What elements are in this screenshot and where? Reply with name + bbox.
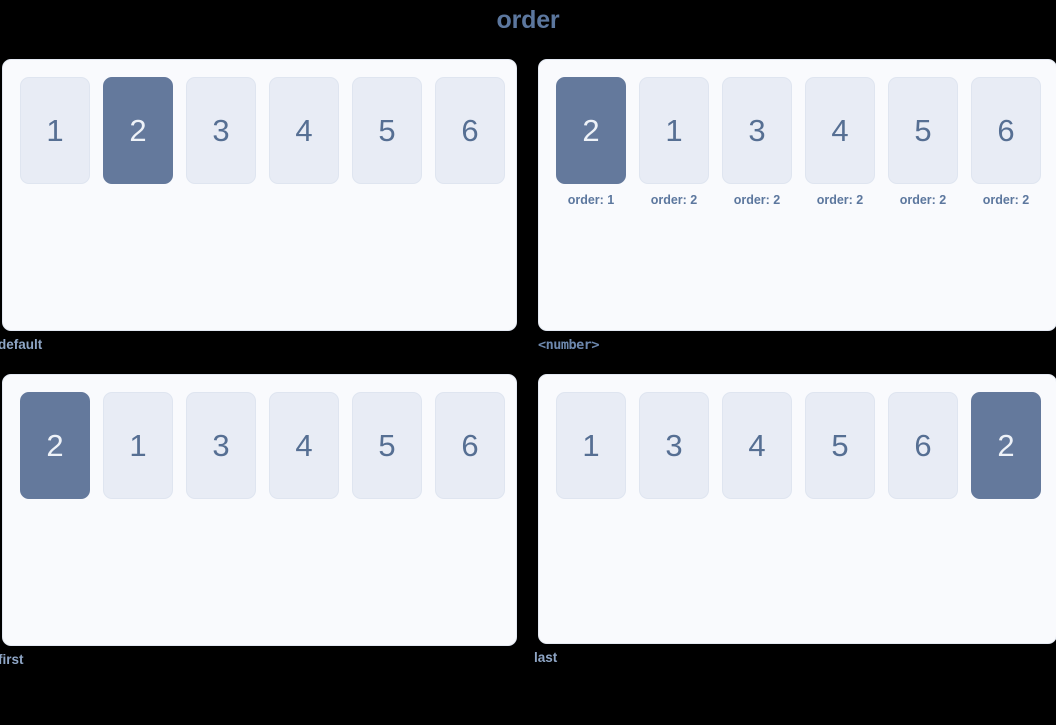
- panel-caption-default: default: [0, 337, 43, 352]
- page-title: order: [496, 6, 560, 34]
- order-item: 2: [20, 392, 90, 499]
- demo-cell-number: 2 order: 1 1 order: 2 3 order: 2 4 order: 2 5 ord…: [538, 59, 1056, 353]
- order-item-note: order: 2: [733, 193, 781, 207]
- order-item: 4: [722, 392, 792, 499]
- order-item: 2: [103, 77, 173, 184]
- order-item-box[interactable]: 1: [556, 392, 626, 499]
- order-item: 5: [352, 392, 422, 499]
- order-panel-number: 2 order: 1 1 order: 2 3 order: 2 4 order: 2 5 ord…: [538, 59, 1056, 331]
- order-item: 2: [971, 392, 1041, 499]
- order-item-box[interactable]: 4: [269, 392, 339, 499]
- order-item-box[interactable]: 6: [435, 392, 505, 499]
- order-item-box[interactable]: 3: [186, 77, 256, 184]
- order-item-box-active[interactable]: 2: [971, 392, 1041, 499]
- order-item-note: order: 2: [982, 193, 1030, 207]
- order-item: 1: [103, 392, 173, 499]
- item-track: 2 order: 1 1 order: 2 3 order: 2 4 order: 2 5 ord…: [556, 77, 1041, 207]
- order-item: 2 order: 1: [556, 77, 626, 207]
- order-item: 5 order: 2: [888, 77, 958, 207]
- order-item: 3 order: 2: [722, 77, 792, 207]
- order-item-box[interactable]: 4: [805, 77, 875, 184]
- order-item-box[interactable]: 5: [352, 77, 422, 184]
- order-item: 3: [186, 392, 256, 499]
- order-item-note: order: 1: [567, 193, 615, 207]
- order-item-note: order: 2: [650, 193, 698, 207]
- order-item-box[interactable]: 1: [20, 77, 90, 184]
- order-item: 6: [888, 392, 958, 499]
- order-item-box-active[interactable]: 2: [20, 392, 90, 499]
- order-item-box[interactable]: 3: [722, 77, 792, 184]
- order-item: 1 order: 2: [639, 77, 709, 207]
- order-item: 3: [639, 392, 709, 499]
- order-item-box-active[interactable]: 2: [103, 77, 173, 184]
- order-item: 3: [186, 77, 256, 184]
- order-item-box[interactable]: 4: [722, 392, 792, 499]
- order-item: 6: [435, 392, 505, 499]
- order-item-box[interactable]: 6: [435, 77, 505, 184]
- order-item: 4: [269, 392, 339, 499]
- order-item-note: order: 2: [816, 193, 864, 207]
- order-item: 5: [352, 77, 422, 184]
- panel-caption-number: <number>: [538, 337, 600, 353]
- order-item-box[interactable]: 6: [888, 392, 958, 499]
- order-item: 4: [269, 77, 339, 184]
- order-item: 1: [20, 77, 90, 184]
- order-item: 5: [805, 392, 875, 499]
- order-item-box[interactable]: 5: [805, 392, 875, 499]
- order-item-box[interactable]: 3: [186, 392, 256, 499]
- order-item-box[interactable]: 3: [639, 392, 709, 499]
- order-item: 6: [435, 77, 505, 184]
- order-item: 4 order: 2: [805, 77, 875, 207]
- panel-caption-first: first: [0, 652, 24, 667]
- order-item-box[interactable]: 5: [352, 392, 422, 499]
- order-item-box[interactable]: 6: [971, 77, 1041, 184]
- order-item-box[interactable]: 1: [103, 392, 173, 499]
- order-item-box-active[interactable]: 2: [556, 77, 626, 184]
- order-item-box[interactable]: 5: [888, 77, 958, 184]
- order-item-box[interactable]: 4: [269, 77, 339, 184]
- panel-caption-last: last: [534, 650, 558, 665]
- order-item-box[interactable]: 1: [639, 77, 709, 184]
- order-item: 1: [556, 392, 626, 499]
- order-item: 6 order: 2: [971, 77, 1041, 207]
- order-item-note: order: 2: [899, 193, 947, 207]
